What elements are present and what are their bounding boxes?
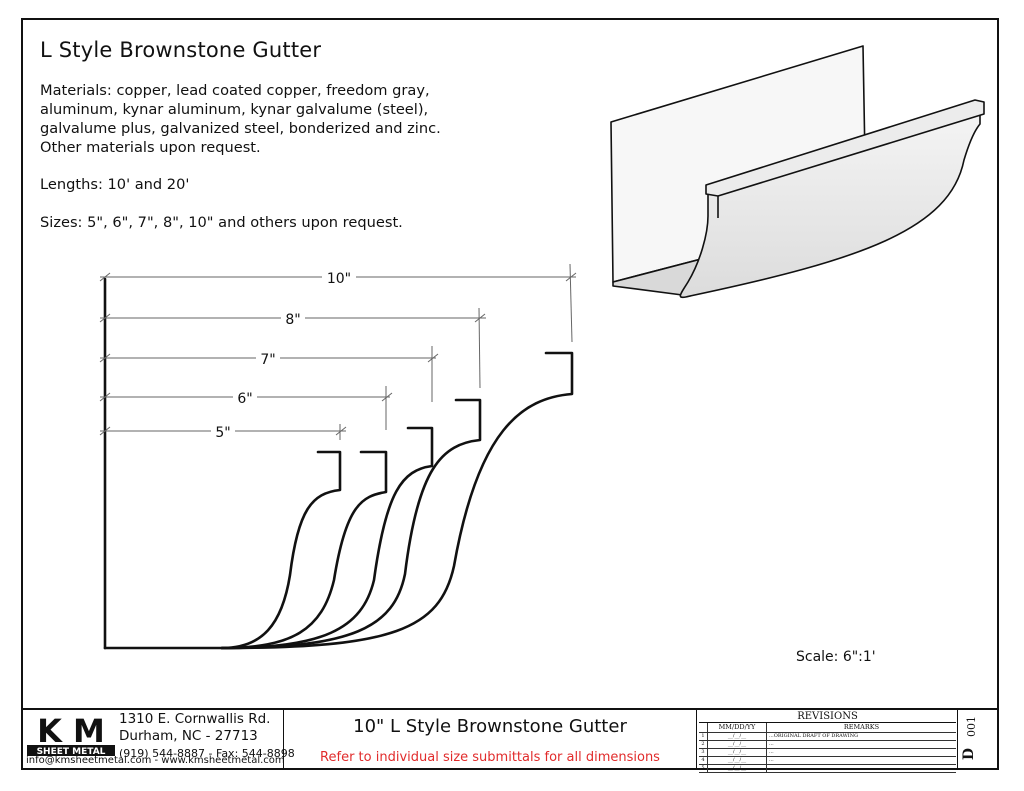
materials-text: Materials: copper, lead coated copper, f… [40, 81, 441, 157]
lengths-text: Lengths: 10' and 20' [40, 176, 190, 193]
title-block-divider [696, 709, 697, 768]
materials-line: galvalume plus, galvanized steel, bonder… [40, 120, 441, 137]
profile-drawing [103, 277, 574, 650]
profile-curve-5in [220, 450, 342, 650]
dimension-label-7in: 7" [260, 352, 275, 368]
revisions-col-date: MM/DD/YY [708, 723, 767, 732]
dimension-label-6in: 6" [237, 391, 252, 407]
profile-curve-8in [220, 398, 482, 650]
company-address: 1310 E. Cornwallis Rd. Durham, NC - 2771… [119, 711, 295, 762]
logo-sub-text: SHEET METAL [37, 747, 106, 757]
dimension-labels: 10" 8" 7" 6" 5" [211, 268, 356, 441]
materials-line: Other materials upon request. [40, 139, 261, 156]
phone-fax: (919) 544-8887 - Fax: 544-8898 [119, 747, 295, 760]
table-row: 4__/__/__... [699, 757, 956, 765]
drawing-title: 10" L Style Brownstone Gutter [353, 716, 627, 737]
company-logo: K M SHEET METAL [27, 711, 115, 757]
profile-curve-10in [220, 351, 574, 650]
scale-label: Scale: 6":1' [796, 649, 876, 665]
logo-text: K M [37, 712, 105, 750]
sheet-letter: D [961, 747, 978, 761]
table-row: 3__/__/__... [699, 749, 956, 757]
dimension-label-10in: 10" [327, 271, 351, 287]
address-line: 1310 E. Cornwallis Rd. [119, 711, 271, 727]
email-web: info@kmsheetmetal.com - www.kmsheetmetal… [26, 755, 285, 766]
title-block-divider [957, 709, 958, 768]
table-row: 5__/__/__... [699, 765, 956, 773]
table-row: 1__/__/__...ORIGINAL DRAFT OF DRAWING [699, 733, 956, 741]
revisions-heading: REVISIONS [699, 711, 956, 723]
revisions-header-row: MM/DD/YY REMARKS [699, 723, 956, 733]
dimension-label-5in: 5" [215, 425, 230, 441]
dimension-lines [99, 263, 577, 440]
drawing-note: Refer to individual size submittals for … [320, 750, 660, 765]
title-block [23, 708, 997, 768]
profile-curve-7in [220, 426, 434, 650]
title-block-divider [283, 709, 284, 768]
materials-line: Materials: copper, lead coated copper, f… [40, 82, 430, 99]
gutter-front-face [679, 113, 981, 299]
address-line: Durham, NC - 27713 [119, 728, 258, 744]
materials-line: aluminum, kynar aluminum, kynar galvalum… [40, 101, 429, 118]
gutter-top-lip [705, 99, 985, 197]
sheet-number: 001 [965, 716, 978, 737]
revisions-table: REVISIONS MM/DD/YY REMARKS 1__/__/__...O… [699, 711, 956, 773]
profile-curve-6in [220, 450, 388, 650]
page-title: L Style Brownstone Gutter [40, 38, 322, 62]
gutter-3d-view [610, 45, 985, 299]
table-row: 2__/__/__... [699, 741, 956, 749]
dimension-label-8in: 8" [285, 312, 300, 328]
sizes-text: Sizes: 5", 6", 7", 8", 10" and others up… [40, 214, 403, 231]
revisions-col-remarks: REMARKS [843, 723, 880, 731]
